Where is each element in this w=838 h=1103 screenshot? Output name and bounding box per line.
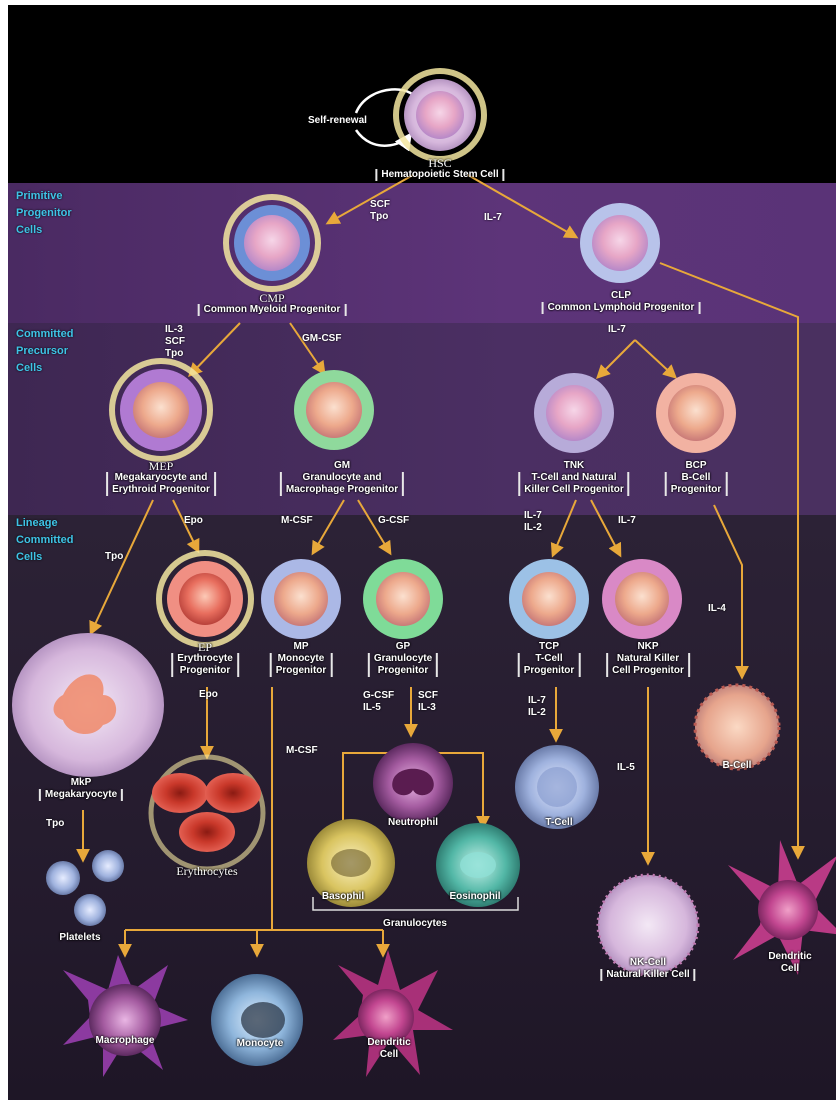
arrow-gm-mp — [313, 500, 344, 553]
factor-nkp-nkcell: IL-5 — [617, 762, 635, 774]
diagram-canvas: Primitive Progenitor Cells Committed Pre… — [8, 5, 836, 1100]
mp-cell — [261, 559, 341, 639]
eosinophil-label: Eosinophil — [449, 891, 500, 903]
nkp-cell — [602, 559, 682, 639]
factor-tcp-tcell: IL-7 IL-2 — [528, 695, 546, 719]
factor-tnk-tcp: IL-7 IL-2 — [524, 510, 542, 534]
factor-mkp-platelets: Tpo — [46, 818, 64, 830]
erythrocytes-label: Erythrocytes — [176, 865, 237, 877]
factor-tnk-nkp: IL-7 — [618, 515, 636, 527]
b-cell — [695, 685, 779, 769]
granulocytes-label: Granulocytes — [383, 918, 447, 930]
factor-gm-gp: G-CSF — [378, 515, 409, 527]
macrophage-label: Macrophage — [96, 1035, 155, 1047]
gp-cell — [363, 559, 443, 639]
mep-cell — [112, 361, 210, 459]
monocyte-cell — [211, 974, 303, 1066]
bcp-cell — [656, 373, 736, 453]
gm-cell — [294, 370, 374, 450]
factor-bcp-bcell: IL-4 — [708, 603, 726, 615]
dendritic-right-label: Dendritic Cell — [768, 951, 811, 975]
factor-gp-left: G-CSF IL-5 — [363, 690, 394, 714]
megakaryocyte-cell — [12, 633, 164, 777]
dendritic-bottom-label: Dendritic Cell — [367, 1037, 410, 1061]
tnk-cell — [534, 373, 614, 453]
factor-mp-monocyte: M-CSF — [286, 745, 318, 757]
neutrophil-cell — [373, 743, 453, 823]
arrow-hsc-clp — [468, 175, 576, 237]
platelet-cells — [46, 850, 124, 926]
neutrophil-label: Neutrophil — [388, 817, 438, 829]
hsc-cell — [396, 71, 484, 159]
ep-cell — [159, 553, 251, 645]
arrow-cmp-mep — [190, 323, 240, 375]
arrow-tnk-nkp — [591, 500, 620, 555]
factor-cmp-mep: IL-3 SCF Tpo — [165, 324, 185, 360]
factor-gp-right: SCF IL-3 — [418, 690, 438, 714]
t-cell-label: T-Cell — [545, 817, 572, 829]
tcp-cell — [509, 559, 589, 639]
factor-ep-erythrocytes: Epo — [199, 689, 218, 701]
factor-hsc-clp: IL-7 — [484, 212, 502, 224]
macrophage-cell — [63, 955, 188, 1077]
hsc-label: HSC Hematopoietic Stem Cell — [375, 157, 504, 181]
factor-hsc-cmp: SCF Tpo — [370, 199, 390, 223]
arrow-clp-tnk — [598, 340, 635, 377]
nk-cell-label: NK-Cell Natural Killer Cell — [600, 957, 695, 981]
erythrocyte-group — [151, 757, 263, 869]
platelets-label: Platelets — [59, 932, 100, 944]
cmp-cell — [226, 197, 318, 289]
arrow-bcp-bcell — [714, 505, 742, 677]
factor-gm-mp: M-CSF — [281, 515, 313, 527]
arrow-cmp-gm — [290, 323, 324, 373]
b-cell-label: B-Cell — [723, 760, 752, 772]
clp-label: CLP Common Lymphoid Progenitor — [542, 290, 701, 314]
monocyte-label: Monocyte — [237, 1038, 284, 1050]
self-renewal-label: Self-renewal — [308, 115, 367, 127]
arrow-tnk-tcp — [553, 500, 576, 555]
factor-mep-mkp: Tpo — [105, 551, 123, 563]
basophil-label: Basophil — [322, 891, 364, 903]
arrow-clp-bcp — [635, 340, 675, 377]
clp-cell — [580, 203, 660, 283]
arrow-mep-mkp — [91, 500, 153, 633]
mkp-label: MkP Megakaryocyte — [39, 777, 123, 801]
cmp-label: CMP Common Myeloid Progenitor — [198, 292, 347, 316]
factor-mep-ep: Epo — [184, 515, 203, 527]
factor-cmp-gm: GM-CSF — [302, 333, 341, 345]
factor-clp-split: IL-7 — [608, 324, 626, 336]
